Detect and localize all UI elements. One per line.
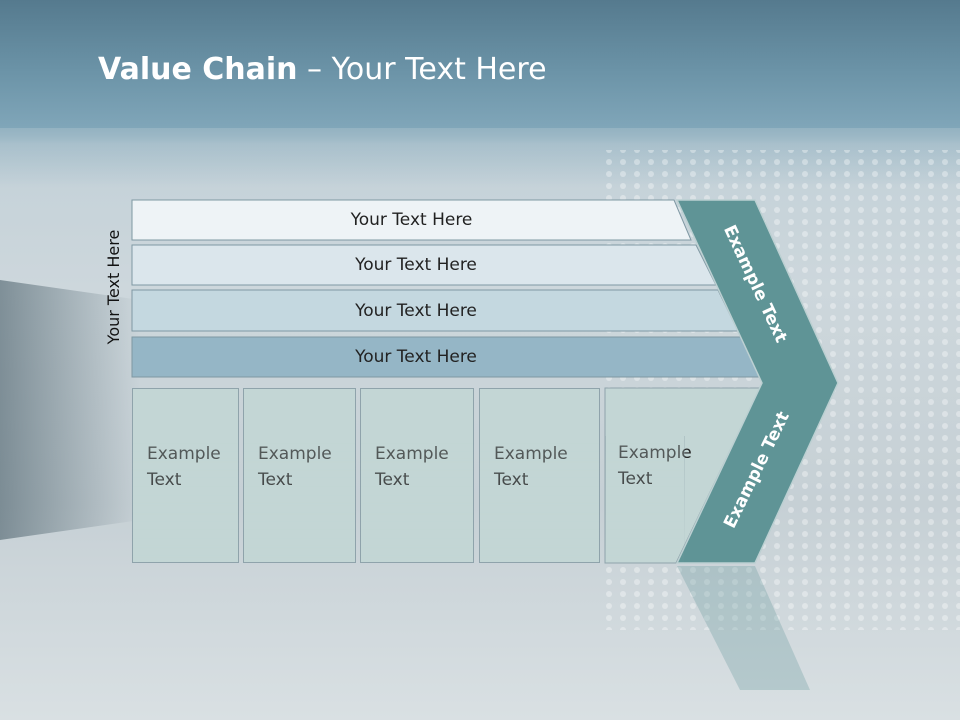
band-2-label: Your Text Here <box>355 255 477 275</box>
box-reflection-1 <box>132 391 239 566</box>
title-rest: – Your Text Here <box>297 52 547 87</box>
band-3: Your Text Here <box>132 290 700 331</box>
box-reflection-4 <box>479 391 600 566</box>
box-3-line-2: Text <box>375 470 409 490</box>
chevron-shape <box>675 199 839 564</box>
title-bold: Value Chain <box>98 52 298 87</box>
box-5-line-2: Text <box>618 469 652 489</box>
box-3-line-1: Example <box>375 444 449 464</box>
box-5-line-1: Example <box>618 443 692 463</box>
box-4-line-2: Text <box>494 470 528 490</box>
band-1: Your Text Here <box>132 200 691 240</box>
box-reflection-5 <box>605 391 685 566</box>
box-shape-5 <box>604 387 761 564</box>
box-1-line-1: Example <box>147 444 221 464</box>
band-2: Your Text Here <box>132 245 700 285</box>
box-reflection-3 <box>360 391 474 566</box>
band-1-label: Your Text Here <box>350 210 473 230</box>
box-4-line-1: Example <box>494 444 568 464</box>
box-2-line-2: Text <box>258 470 292 490</box>
box-1-line-2: Text <box>147 470 181 490</box>
band-4-label: Your Text Here <box>355 347 477 367</box>
band-3-label: Your Text Here <box>355 300 477 321</box>
box-2-line-1: Example <box>258 444 332 464</box>
box-reflection-2 <box>243 391 356 566</box>
chevron-reflection <box>677 566 810 690</box>
band-shape-1 <box>131 199 692 241</box>
band-4: Your Text Here <box>132 337 700 377</box>
slide-title: Value Chain – Your Text Here <box>98 52 547 87</box>
header-bar <box>0 0 960 128</box>
